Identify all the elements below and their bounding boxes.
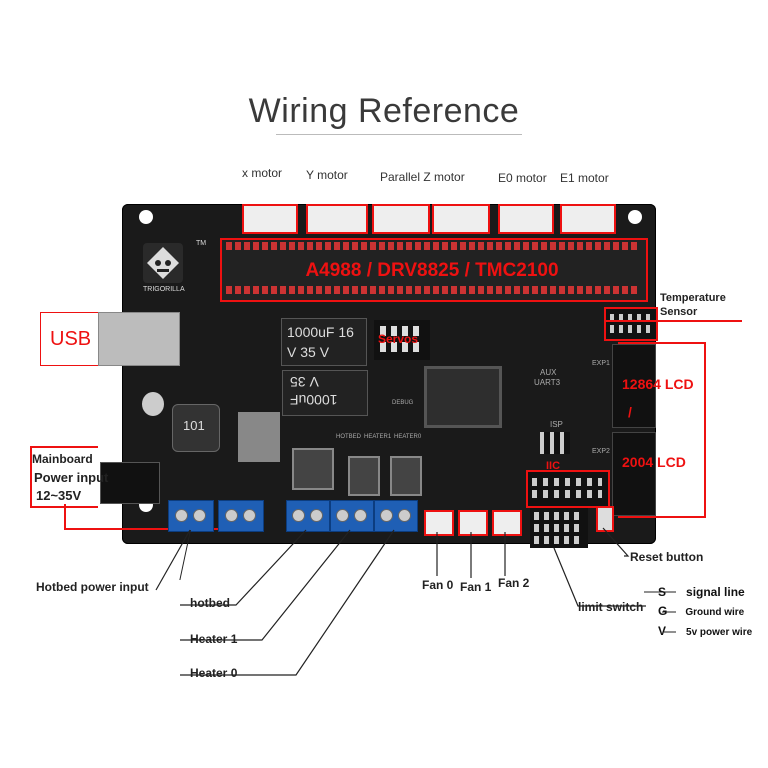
label-fan1: Fan 1	[460, 580, 492, 594]
fan0-connector	[424, 510, 454, 536]
silk-exp2: EXP2	[592, 448, 610, 455]
label-heater1: Heater 1	[190, 632, 238, 646]
driver-header-pins	[226, 242, 638, 250]
power-leader-line	[64, 504, 66, 530]
lcd-2004-label: 2004 LCD	[622, 454, 686, 470]
temperature-leader-line	[604, 320, 742, 322]
capacitor	[282, 370, 368, 416]
x-motor-connector	[242, 204, 298, 234]
silk-heater0: HEATER0	[394, 434, 422, 440]
label-heater0: Heater 0	[190, 666, 238, 680]
servos-label: Servos	[378, 332, 419, 346]
temperature-label-2: Sensor	[660, 306, 698, 318]
label-e1-motor: E1 motor	[560, 171, 609, 185]
label-fan0: Fan 0	[422, 578, 454, 592]
label-hotbed-power-input: Hotbed power input	[36, 580, 149, 594]
driver-label: A4988 / DRV8825 / TMC2100	[305, 260, 559, 281]
fan1-connector	[458, 510, 488, 536]
mosfet	[292, 448, 334, 490]
silk-isp: ISP	[550, 420, 563, 429]
fan2-connector	[492, 510, 522, 536]
hotbed-terminal	[286, 500, 330, 532]
microcontroller-chip	[424, 366, 502, 428]
label-y-motor: Y motor	[306, 168, 348, 182]
legend-key: S	[658, 585, 667, 599]
mount-hole	[628, 210, 642, 224]
servos-header	[374, 320, 430, 360]
inductor	[172, 404, 220, 452]
lcd-slash: /	[628, 404, 632, 420]
label-e0-motor: E0 motor	[498, 171, 547, 185]
lcd-12864-label: 12864 LCD	[622, 376, 694, 392]
power-leader-line	[64, 528, 224, 530]
usb-label: USB	[50, 328, 92, 350]
brand-silk: TRIGORILLA	[143, 286, 185, 293]
capacitor-label: 1000uF 16	[287, 324, 354, 340]
legend-text: signal line	[686, 585, 745, 599]
legend-text: Ground wire	[685, 607, 745, 618]
label-x-motor: x motor	[242, 166, 283, 180]
silk-uart: UART3	[534, 378, 561, 387]
silk-hotbed: HOTBED	[336, 434, 362, 440]
legend-v: V 5v power wire	[658, 624, 752, 638]
hotbed-power-terminal	[168, 500, 214, 532]
silk-exp1: EXP1	[592, 360, 610, 367]
mount-hole	[139, 210, 153, 224]
temperature-sensor-header	[604, 307, 658, 341]
mosfet	[348, 456, 380, 496]
iic-label: IIC	[546, 460, 561, 472]
inductor-label: 101	[183, 418, 205, 433]
y-motor-connector	[306, 204, 368, 234]
temperature-label-1: Temperature	[660, 292, 726, 304]
legend-key: V	[658, 624, 667, 638]
title-underline	[276, 134, 522, 135]
power-label-2: Power input	[34, 470, 109, 485]
legend-g: G Ground wire	[658, 604, 744, 618]
legend-text: 5v power wire	[686, 627, 753, 638]
driver-header-pins	[226, 286, 638, 294]
silk-debug: DEBUG	[392, 400, 414, 406]
regulator	[238, 412, 280, 462]
exp2-header	[612, 432, 656, 516]
capacitor	[281, 318, 367, 366]
small-capacitor	[142, 392, 164, 416]
dc-power-jack	[100, 462, 160, 504]
legend-key: G	[658, 604, 668, 618]
label-limit-switch: limit switch	[578, 600, 644, 614]
z-motor-connector-2	[432, 204, 490, 234]
gorilla-logo-icon	[143, 243, 183, 283]
power-label-3: 12~35V	[36, 488, 82, 503]
z-motor-connector-1	[372, 204, 430, 234]
isp-header	[540, 432, 570, 454]
label-fan2: Fan 2	[498, 576, 530, 590]
tm-mark: TM	[196, 240, 207, 247]
iic-header	[526, 470, 610, 508]
power-terminal	[218, 500, 264, 532]
label-reset-button: Reset button	[630, 550, 704, 564]
limit-switch-header	[530, 508, 588, 548]
silk-aux: AUX	[540, 368, 557, 377]
mosfet	[390, 456, 422, 496]
lcd-bracket	[618, 342, 706, 518]
capacitor-label: V 35 V	[287, 344, 330, 360]
label-parallel-z-motor: Parallel Z motor	[380, 170, 465, 184]
e0-motor-connector	[498, 204, 554, 234]
diagram-title: Wiring Reference	[248, 92, 520, 130]
exp1-header	[612, 344, 656, 428]
heater0-terminal	[374, 500, 418, 532]
e1-motor-connector	[560, 204, 616, 234]
heater1-terminal	[330, 500, 374, 532]
silk-heater1: HEATER1	[364, 434, 392, 440]
power-label-1: Mainboard	[32, 452, 93, 466]
usb-port	[98, 312, 180, 366]
label-hotbed: hotbed	[190, 596, 230, 610]
